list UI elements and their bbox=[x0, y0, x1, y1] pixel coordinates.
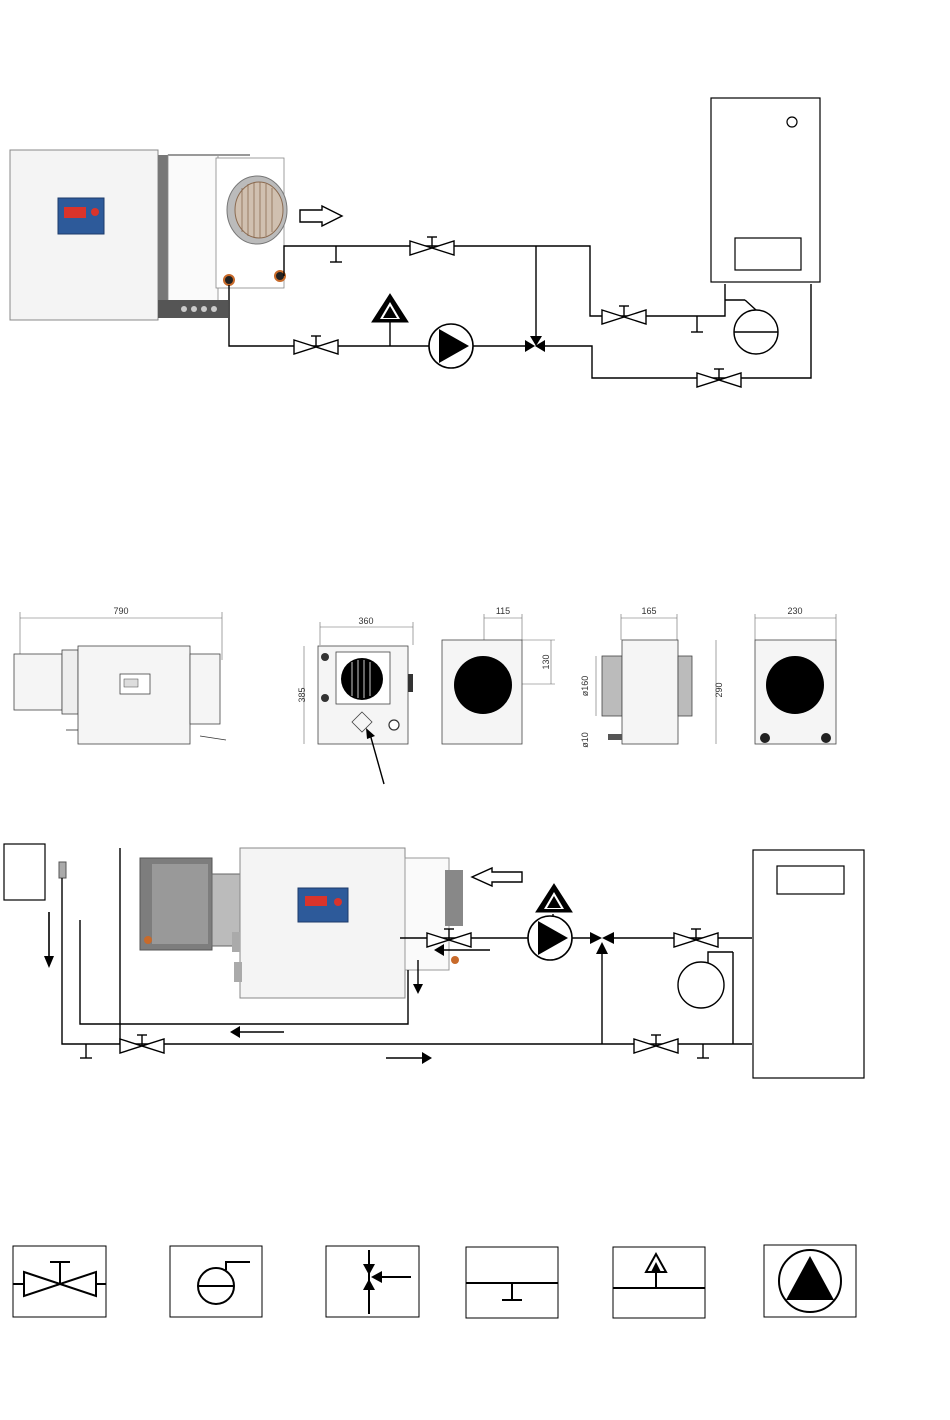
pipe-connection-return bbox=[224, 275, 234, 285]
heater-unit-bottom bbox=[140, 848, 463, 998]
air-vent-bottom bbox=[536, 884, 572, 912]
temperature-sensor bbox=[59, 862, 66, 878]
airflow-arrow-top bbox=[300, 206, 342, 226]
legend-air-vent bbox=[613, 1247, 705, 1318]
legend-drain-tap bbox=[466, 1247, 558, 1318]
dim-front-height: 385 bbox=[297, 687, 307, 702]
boiler-top bbox=[711, 98, 820, 282]
boiler-bottom bbox=[753, 850, 864, 1078]
legend-expansion-vessel bbox=[170, 1246, 262, 1317]
flow-arrow-left-bottom bbox=[230, 1026, 240, 1038]
circulation-pump-bottom bbox=[528, 916, 572, 960]
valve-return-bottom bbox=[120, 1035, 164, 1053]
dim-view3-width: 165 bbox=[641, 606, 656, 616]
junction-arrow-left-b bbox=[602, 932, 614, 944]
dim-view2-offset: 130 bbox=[541, 654, 551, 669]
expansion-vessel-top bbox=[734, 300, 778, 354]
dim-view2-width: 115 bbox=[496, 606, 510, 616]
controller-panel-top bbox=[58, 198, 104, 234]
diagram-1-heater-installation bbox=[10, 98, 820, 387]
dim-view4-width: 230 bbox=[787, 606, 802, 616]
front-outlet-view: 230 bbox=[755, 606, 836, 744]
legend-three-way-junction bbox=[326, 1246, 419, 1317]
valve-boiler-supply bbox=[602, 306, 646, 324]
dim-view3-pipe: ø10 bbox=[580, 732, 590, 748]
dim-view3-diameter: ø160 bbox=[580, 676, 590, 697]
legend-circulation-pump bbox=[764, 1245, 856, 1317]
valve-return-top bbox=[294, 336, 338, 354]
heater-unit-top bbox=[10, 150, 287, 320]
flow-arrow-down-unit bbox=[413, 984, 423, 994]
junction-arrow-up-b bbox=[596, 942, 608, 954]
side-view: 790 bbox=[14, 606, 226, 744]
dim-view3-height: 290 bbox=[714, 682, 724, 697]
dimension-drawings: 790 360 385 bbox=[14, 606, 836, 784]
expansion-vessel-bottom bbox=[678, 952, 733, 1008]
airflow-arrow-bottom bbox=[472, 868, 522, 886]
air-vent-top bbox=[372, 294, 408, 322]
back-view: 115 130 bbox=[442, 606, 555, 744]
valve-supply-top bbox=[410, 237, 454, 255]
dim-front-width: 360 bbox=[358, 616, 373, 626]
legend-valve bbox=[13, 1246, 106, 1317]
dim-side-length: 790 bbox=[113, 606, 128, 616]
controller-panel-bottom bbox=[298, 888, 348, 922]
valve-boiler-supply-bottom bbox=[674, 929, 718, 947]
diagram-2-duct-installation bbox=[4, 844, 864, 1078]
valve-boiler-return-bottom bbox=[634, 1035, 678, 1053]
side-section-view: 165 ø160 ø10 290 bbox=[580, 606, 724, 748]
symbol-legend bbox=[13, 1245, 856, 1318]
junction-arrow-right-b bbox=[590, 932, 602, 944]
front-view: 360 385 bbox=[297, 616, 413, 784]
valve-boiler-return bbox=[697, 369, 741, 387]
flow-arrow-down-left bbox=[44, 956, 54, 968]
flow-arrow-right-bottom bbox=[422, 1052, 432, 1064]
room-thermostat bbox=[4, 844, 45, 900]
circulation-pump-top bbox=[429, 324, 473, 368]
